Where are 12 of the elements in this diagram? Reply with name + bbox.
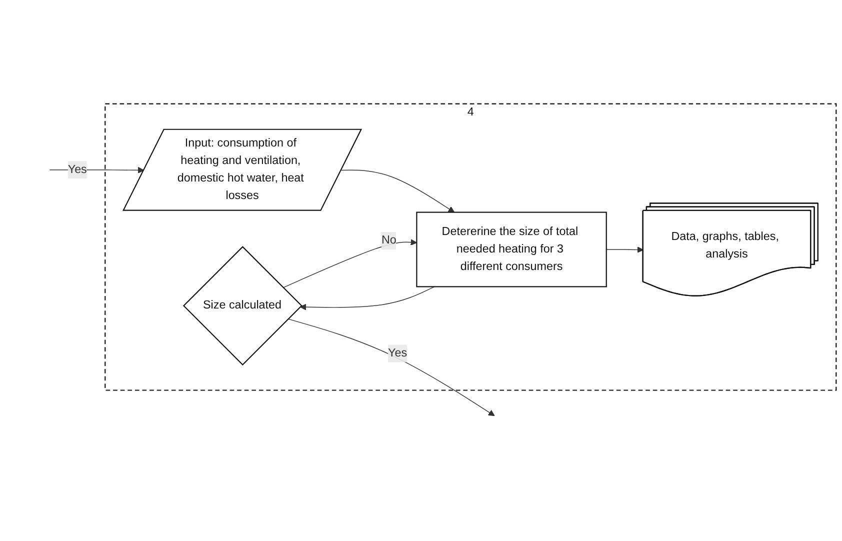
process-box: Detererine the size of total needed heating for 3 different consumers [416,211,607,287]
document-stack: Data, graphs, tables, analysis [642,202,818,296]
edge-label: Yes [68,160,87,178]
arrow [606,246,644,253]
arrow [288,318,495,416]
edge-label: Yes [388,344,408,362]
edge-label: No [381,232,396,250]
arrow [340,170,455,212]
arrow [282,238,417,288]
input-parallelogram: Input: consumption of heating and ventilation, domestic hot water, heat losses [122,128,362,211]
decision-diamond: Size calculated [182,246,302,366]
arrow [300,286,435,310]
